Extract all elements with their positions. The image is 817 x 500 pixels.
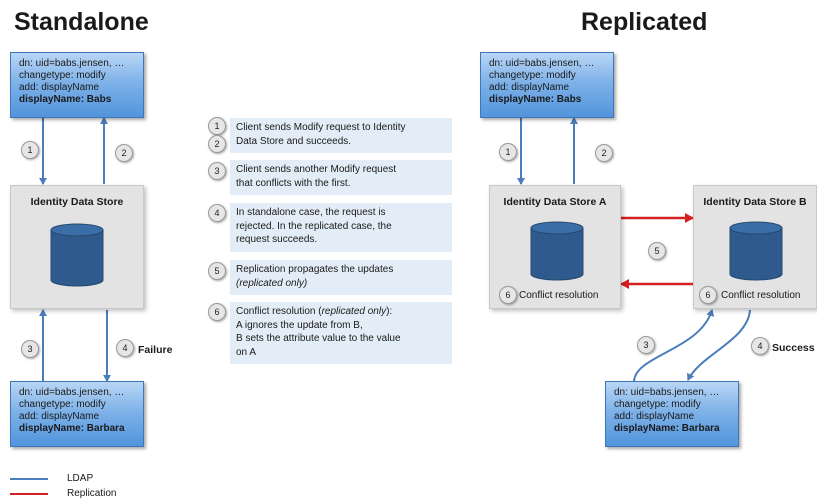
step-text: request succeeds. [236,234,318,245]
store-title: Identity Data Store A [503,196,607,208]
identity-data-store-standalone: Identity Data Store [10,185,144,309]
step-text: Data Store and succeeds. [236,135,352,147]
ldif-dn: dn: uid=babs.jensen, … [614,387,720,398]
ldif-add: add: displayName [489,82,570,93]
step-3-badge: 3 [21,340,39,358]
identity-data-store-a: Identity Data Store A 6 Conflict resolut… [489,185,621,309]
ldif-changetype: changetype: modify [19,70,106,81]
step-1-badge: 1 [21,141,39,159]
conflict-resolution-label: Conflict resolution [519,290,599,301]
ldif-add: add: displayName [614,411,695,422]
ldif-changetype: changetype: modify [19,399,106,410]
success-label: Success [772,342,815,354]
step-description-6: Conflict resolution (replicated only): A… [230,302,452,364]
step-description-4: In standalone case, the request is rejec… [230,203,452,252]
step-3-badge: 3 [208,162,226,180]
step-text: that conflicts with the first. [236,177,351,189]
step-text: Replication propagates the updates [236,264,394,275]
step-5-badge: 5 [648,242,666,260]
ldif-dn: dn: uid=babs.jensen, … [19,58,125,69]
step-2-badge: 2 [115,144,133,162]
ldif-changetype: changetype: modify [614,399,701,410]
step-6-badge: 6 [499,286,517,304]
database-icon [729,221,783,281]
step-2-badge: 2 [208,135,226,153]
ldif-request-barbara-replicated: dn: uid=babs.jensen, … changetype: modif… [605,381,739,447]
ldif-value: displayName: Babs [489,94,582,105]
step-text-part: Conflict resolution ( [236,306,322,317]
step-3-badge: 3 [637,336,655,354]
store-title: Identity Data Store [30,196,124,208]
conflict-resolution-label: Conflict resolution [721,290,801,301]
step-text: Client sends Modify request to Identity [236,122,406,133]
ldif-value: displayName: Babs [19,94,112,105]
database-icon [50,223,104,287]
ldif-request-babs-standalone: dn: uid=babs.jensen, … changetype: modif… [10,52,144,118]
step-2-badge: 2 [595,144,613,162]
standalone-heading: Standalone [14,8,149,36]
step-text: A ignores the update from B, [236,319,363,331]
database-icon [530,221,584,281]
step-text: rejected. In the replicated case, the [236,220,392,232]
step-text: on A [236,346,257,358]
ldif-dn: dn: uid=babs.jensen, … [19,387,125,398]
arrow-3-replicated [633,309,715,382]
store-title: Identity Data Store B [703,196,807,208]
ldif-changetype: changetype: modify [489,70,576,81]
arrow-4-replicated [686,309,751,381]
ldif-dn: dn: uid=babs.jensen, … [489,58,595,69]
step-text: Conflict resolution (replicated only): [236,305,446,319]
step-4-badge: 4 [208,204,226,222]
legend-ldap-label: LDAP [67,473,94,484]
step-text: In standalone case, the request is [236,207,386,218]
replicated-heading: Replicated [581,8,708,36]
step-text-part: ): [386,306,393,317]
step-1-badge: 1 [208,117,226,135]
step-description-3: Client sends another Modify request that… [230,160,452,195]
ldif-add: add: displayName [19,82,100,93]
step-5-badge: 5 [208,262,226,280]
step-1-badge: 1 [499,143,517,161]
ldif-request-barbara-standalone: dn: uid=babs.jensen, … changetype: modif… [10,381,144,447]
step-6-badge: 6 [208,303,226,321]
step-description-5: Replication propagates the updates (repl… [230,260,452,295]
step-4-badge: 4 [116,339,134,357]
ldif-add: add: displayName [19,411,100,422]
step-text: (replicated only) [236,277,308,289]
failure-label: Failure [138,344,173,356]
ldif-request-babs-replicated: dn: uid=babs.jensen, … changetype: modif… [480,52,614,118]
identity-data-store-b: Identity Data Store B 6 Conflict resolut… [693,185,817,309]
step-text: Client sends another Modify request [236,164,397,175]
ldif-value: displayName: Barbara [614,423,720,434]
step-description-1-2: Client sends Modify request to Identity … [230,118,452,153]
step-6-badge: 6 [699,286,717,304]
ldif-value: displayName: Barbara [19,423,125,434]
step-text-italic: replicated only [321,306,387,317]
legend-replication-label: Replication [67,488,117,499]
step-text: B sets the attribute value to the value [236,333,401,344]
step-4-badge: 4 [751,337,769,355]
